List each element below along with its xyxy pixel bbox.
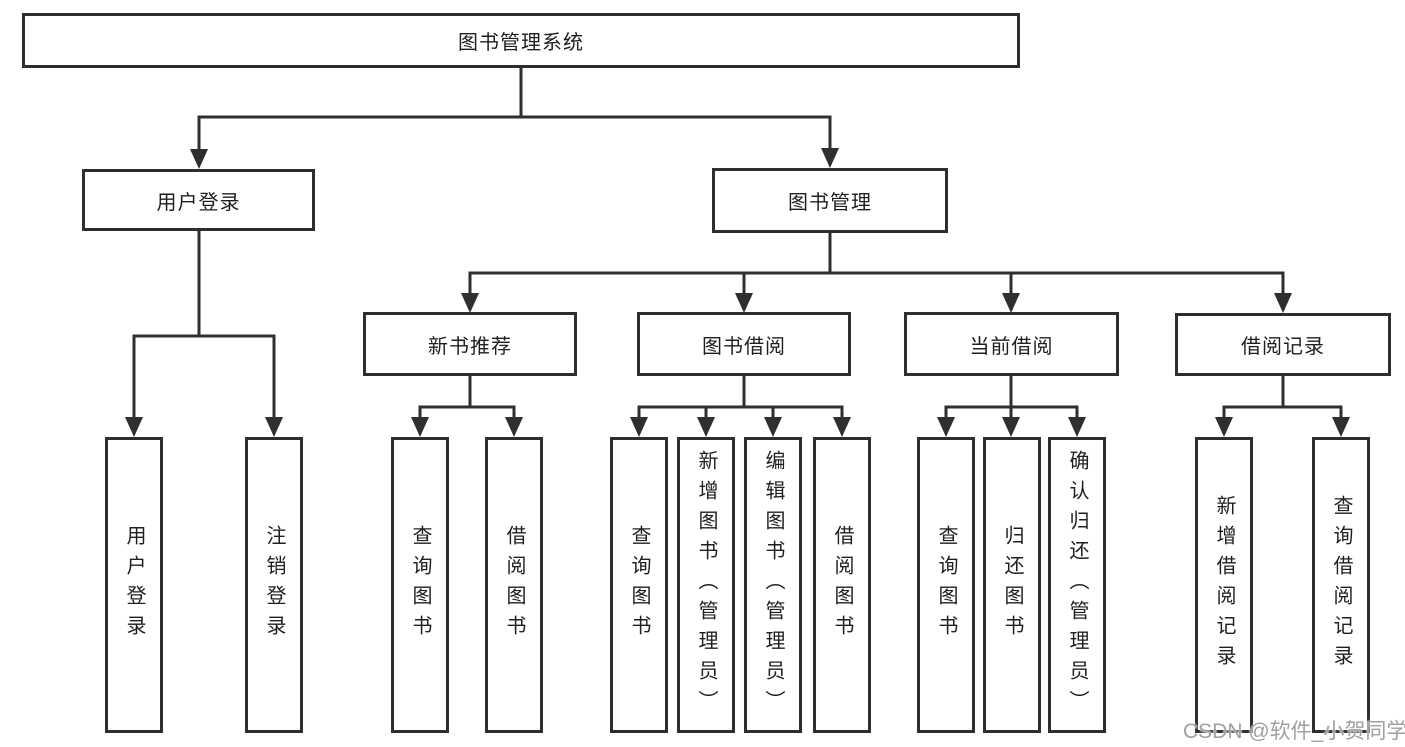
leaf-borrowing-query-book: 查询图书: [610, 437, 668, 733]
leaf-current-query-book: 查询图书: [917, 437, 975, 733]
node-label: 查询借阅记录: [1330, 495, 1352, 675]
leaf-borrowing-edit-book-admin: 编辑图书（管理员）: [744, 437, 802, 733]
leaf-user-login: 用户登录: [105, 437, 163, 733]
node-label: 借阅图书: [831, 525, 853, 645]
node-label: 新增借阅记录: [1213, 495, 1235, 675]
leaf-borrowing-add-book-admin: 新增图书（管理员）: [677, 437, 735, 733]
node-book-management: 图书管理: [712, 168, 948, 233]
node-current-borrowing: 当前借阅: [904, 312, 1119, 376]
node-label: 新书推荐: [428, 335, 512, 358]
arrowhead-down-icon: [125, 148, 1350, 437]
node-label: 新增图书（管理员）: [695, 450, 717, 720]
node-label: 注销登录: [263, 525, 285, 645]
node-book-borrowing: 图书借阅: [637, 312, 851, 376]
leaf-borrowing-borrow-book: 借阅图书: [813, 437, 871, 733]
node-label: 查询图书: [935, 525, 957, 645]
leaf-current-return-book: 归还图书: [983, 437, 1041, 733]
leaf-recommend-query-book: 查询图书: [391, 437, 449, 733]
leaf-records-query-borrow-record: 查询借阅记录: [1312, 437, 1370, 733]
node-label: 图书管理: [788, 192, 872, 214]
node-label: 借阅记录: [1241, 336, 1325, 358]
node-borrowing-records: 借阅记录: [1175, 313, 1391, 376]
node-label: 编辑图书（管理员）: [762, 450, 784, 720]
leaf-recommend-borrow-book: 借阅图书: [485, 437, 543, 733]
leaf-logout-login: 注销登录: [245, 437, 303, 733]
node-label: 归还图书: [1001, 525, 1023, 645]
node-label: 图书借阅: [702, 335, 786, 358]
node-new-book-recommend: 新书推荐: [363, 312, 577, 376]
node-label: 查询图书: [628, 525, 650, 645]
watermark: CSDN @软件_小贺同学: [1183, 720, 1405, 743]
node-label: 用户登录: [156, 191, 241, 214]
leaf-current-confirm-return-admin: 确认归还（管理员）: [1048, 437, 1106, 733]
node-label: 当前借阅: [969, 335, 1054, 358]
node-label: 借阅图书: [503, 525, 525, 645]
leaf-records-add-borrow-record: 新增借阅记录: [1195, 437, 1253, 733]
node-label: 图书管理系统: [458, 32, 584, 54]
node-label: 确认归还（管理员）: [1066, 450, 1088, 720]
node-label: 查询图书: [409, 525, 431, 645]
node-library-management-system: 图书管理系统: [22, 13, 1020, 68]
node-label: 用户登录: [123, 525, 145, 645]
node-user-login: 用户登录: [82, 169, 315, 231]
